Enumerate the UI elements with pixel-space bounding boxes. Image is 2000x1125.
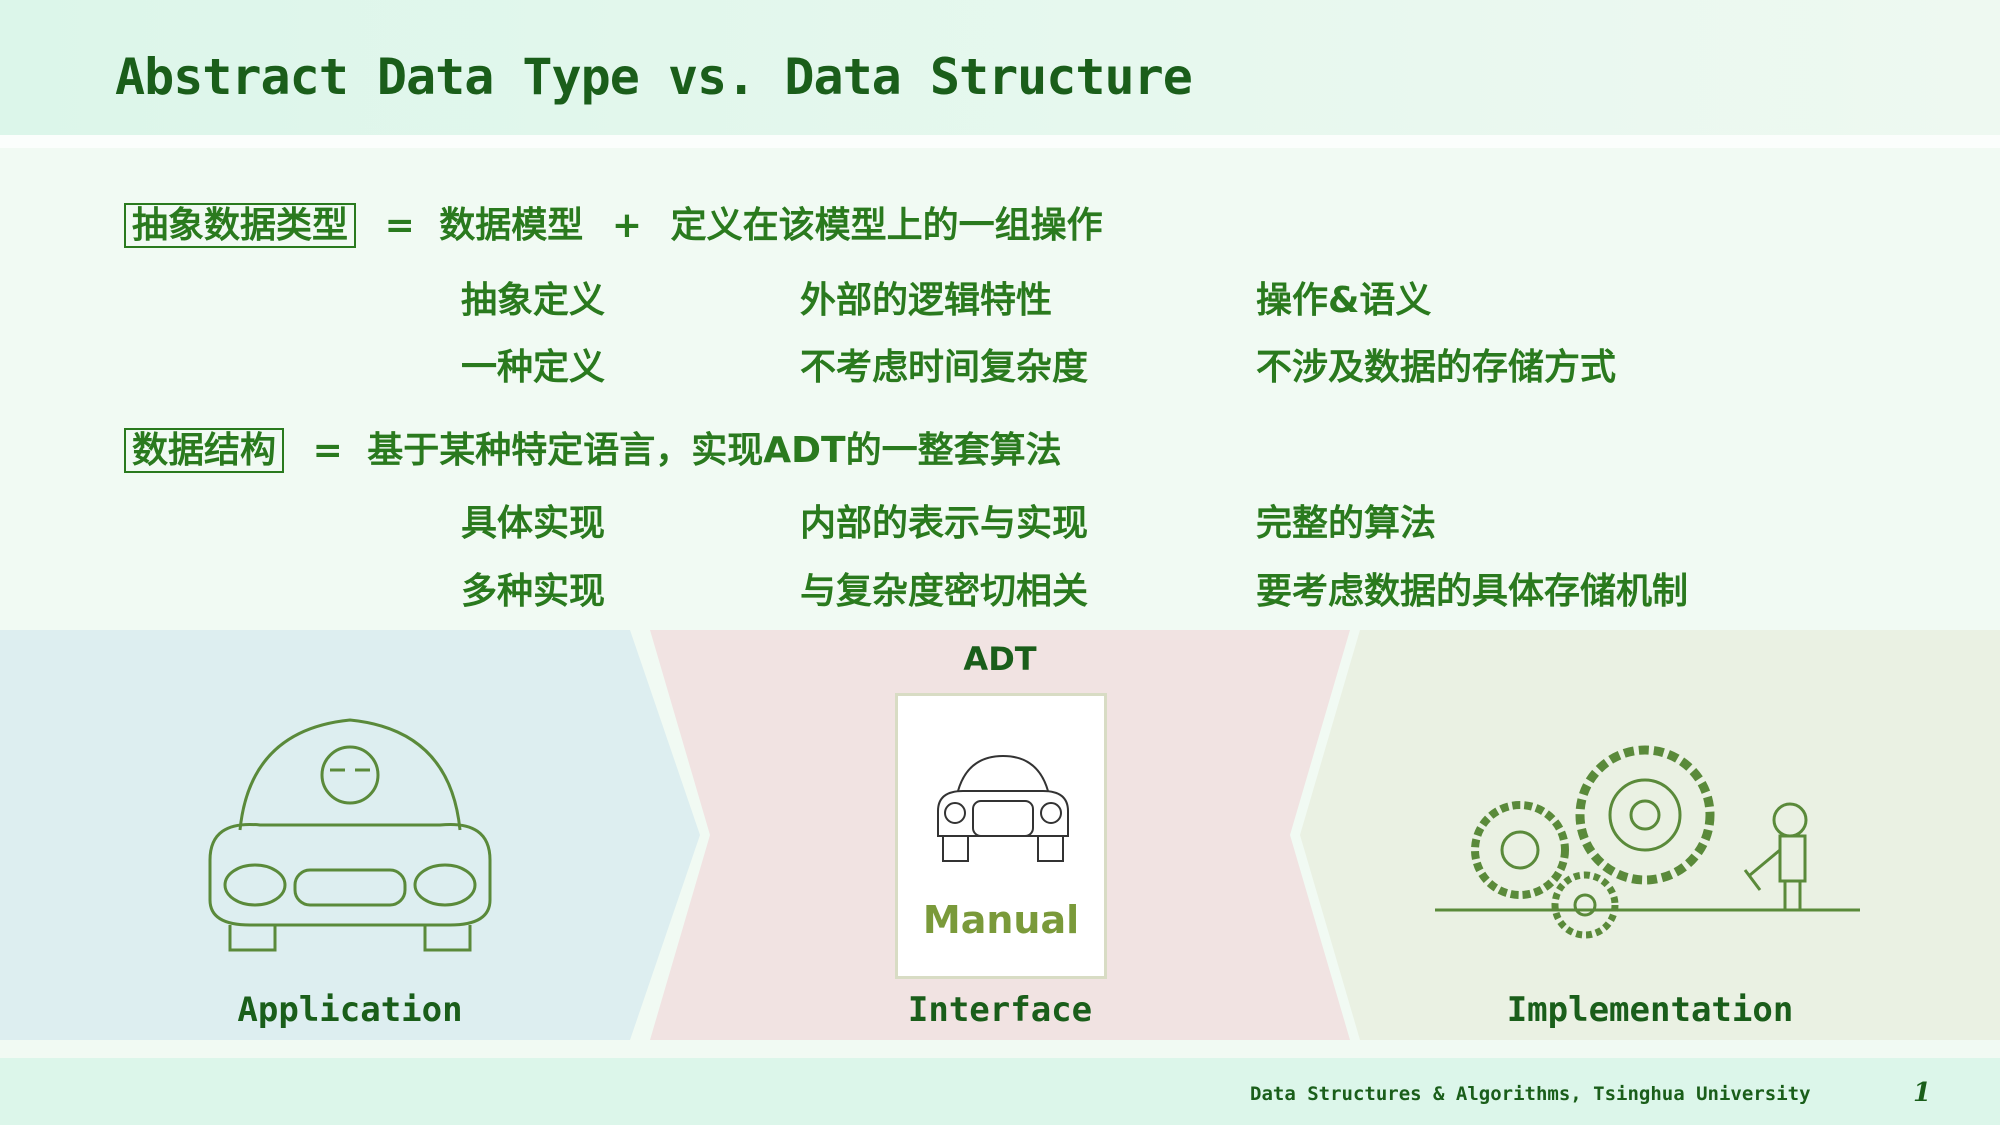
divider: [0, 135, 2000, 148]
page-number: 1: [1913, 1078, 1932, 1108]
adt-cell: 不考虑时间复杂度: [800, 347, 1089, 388]
car-sketch-icon: [937, 754, 1069, 862]
car-driver-illustration: [208, 718, 492, 952]
ds-cell: 要考虑数据的具体存储机制: [1256, 571, 1689, 612]
ds-def: 基于某种特定语言，实现ADT的一整套算法: [367, 430, 1062, 471]
ds-cell: 与复杂度密切相关: [800, 571, 1089, 612]
adt-label: ADT: [963, 640, 1037, 678]
application-panel: [0, 630, 700, 1040]
ds-term: 数据结构: [124, 428, 285, 473]
implementation-panel: [1300, 630, 2000, 1040]
ds-cell: 完整的算法: [1256, 503, 1437, 544]
implementation-label: Implementation: [1506, 990, 1794, 1030]
application-label: Application: [237, 990, 463, 1030]
adt-cell: 操作&语义: [1256, 280, 1432, 321]
ds-cell: 多种实现: [461, 571, 606, 612]
header-band: [0, 0, 2000, 135]
adt-cell: 一种定义: [461, 347, 606, 388]
footer-band: [0, 1058, 2000, 1125]
adt-def-b: 定义在该模型上的一组操作: [670, 205, 1103, 246]
plus: +: [611, 205, 643, 246]
adt-cell: 抽象定义: [461, 280, 606, 321]
slide-title: Abstract Data Type vs. Data Structure: [115, 48, 1193, 106]
manual-label: Manual: [922, 898, 1080, 942]
ds-cell: 具体实现: [461, 503, 606, 544]
adt-definition: 抽象数据类型 = 数据模型 + 定义在该模型上的一组操作: [124, 200, 1103, 252]
interface-label: Interface: [907, 990, 1093, 1030]
footer-text: Data Structures & Algorithms, Tsinghua U…: [1250, 1083, 1811, 1105]
gears-illustration: [1435, 745, 1860, 939]
adt-def-a: 数据模型: [439, 205, 584, 246]
equals: =: [384, 205, 415, 246]
adt-term: 抽象数据类型: [124, 203, 357, 248]
equals: =: [312, 430, 343, 471]
manual-card: Manual: [895, 693, 1107, 979]
adt-cell: 外部的逻辑特性: [800, 280, 1053, 321]
ds-cell: 内部的表示与实现: [800, 503, 1089, 544]
adt-cell: 不涉及数据的存储方式: [1256, 347, 1617, 388]
ds-definition: 数据结构 = 基于某种特定语言，实现ADT的一整套算法: [124, 425, 1062, 477]
